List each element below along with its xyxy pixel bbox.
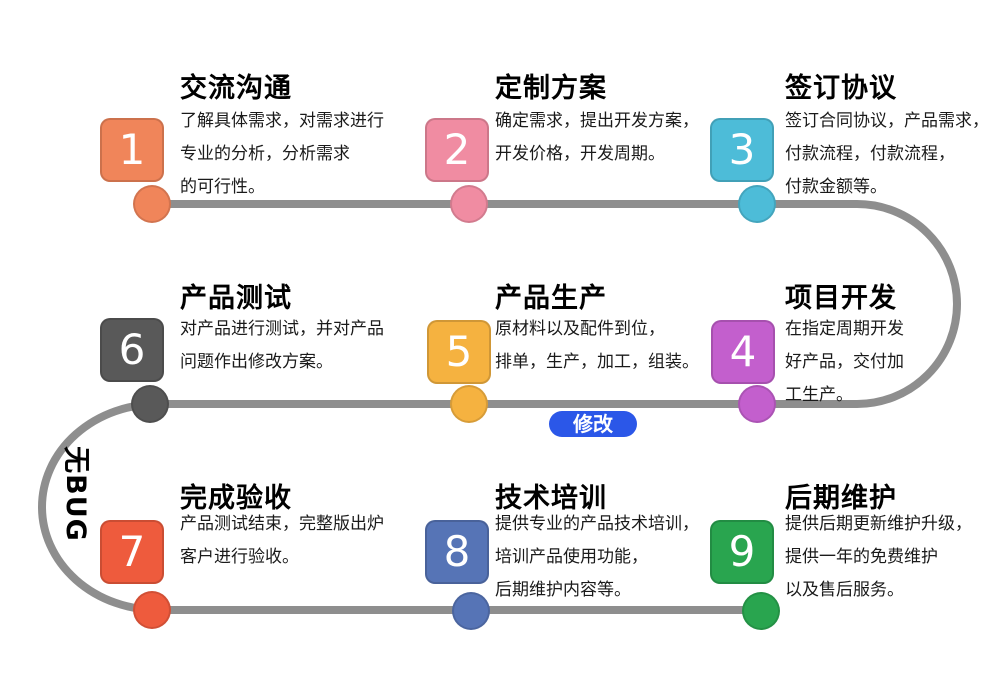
step-5-desc-line: 排单，生产，加工，组装。 [495, 352, 699, 372]
step-3-desc-line: 付款流程，付款流程， [785, 144, 955, 164]
step-3-description: 签订合同协议，产品需求， 付款流程，付款流程， 付款金额等。 [785, 105, 989, 204]
step-7-dot [133, 591, 171, 629]
step-4-desc-line: 好产品，交付加 [785, 352, 904, 372]
step-8-description: 提供专业的产品技术培训， 培训产品使用功能， 后期维护内容等。 [495, 508, 699, 607]
step-4-description: 在指定周期开发 好产品，交付加 工生产。 [785, 313, 904, 412]
step-8-desc-line: 后期维护内容等。 [495, 580, 631, 600]
step-6-desc-line: 对产品进行测试，并对产品 [180, 319, 384, 339]
step-4-desc-line: 在指定周期开发 [785, 319, 904, 339]
step-3-title: 签订协议 [785, 73, 897, 104]
step-1-desc-line: 了解具体需求，对需求进行 [180, 111, 384, 131]
step-9-number-square: 9 [710, 520, 774, 584]
step-8-desc-line: 培训产品使用功能， [495, 547, 648, 567]
step-4-title: 项目开发 [785, 283, 897, 314]
step-4-dot [738, 385, 776, 423]
step-4-number: 4 [729, 327, 757, 376]
step-1-desc-line: 专业的分析，分析需求 [180, 144, 350, 164]
step-8-number: 8 [443, 527, 471, 576]
step-6-title: 产品测试 [180, 283, 292, 314]
step-9-description: 提供后期更新维护升级， 提供一年的免费维护 以及售后服务。 [785, 508, 972, 607]
step-1-dot [133, 185, 171, 223]
step-9-desc-line: 提供后期更新维护升级， [785, 514, 972, 534]
step-5-number-square: 5 [427, 320, 491, 384]
step-1-number: 1 [118, 125, 146, 174]
step-9-title: 后期维护 [785, 483, 897, 514]
step-3-number: 3 [728, 125, 756, 174]
step-2-title: 定制方案 [495, 73, 607, 104]
step-6-number-square: 6 [100, 318, 164, 382]
step-1-description: 了解具体需求，对需求进行 专业的分析，分析需求 的可行性。 [180, 105, 384, 204]
step-4-number-square: 4 [711, 320, 775, 384]
step-7-desc-line: 客户进行验收。 [180, 547, 299, 567]
step-1-number-square: 1 [100, 118, 164, 182]
step-2-number-square: 2 [425, 118, 489, 182]
step-2-dot [450, 185, 488, 223]
step-7-description: 产品测试结束，完整版出炉 客户进行验收。 [180, 508, 384, 574]
step-5-number: 5 [445, 327, 473, 376]
step-7-number: 7 [118, 527, 146, 576]
step-5-title: 产品生产 [495, 283, 607, 314]
step-1-title: 交流沟通 [180, 73, 292, 104]
step-9-desc-line: 以及售后服务。 [785, 580, 904, 600]
step-2-description: 确定需求，提出开发方案， 开发价格，开发周期。 [495, 105, 699, 171]
step-2-desc-line: 开发价格，开发周期。 [495, 144, 665, 164]
step-2-desc-line: 确定需求，提出开发方案， [495, 111, 699, 131]
step-6-description: 对产品进行测试，并对产品 问题作出修改方案。 [180, 313, 384, 379]
step-4-desc-line: 工生产。 [785, 385, 853, 405]
step-5-desc-line: 原材料以及配件到位， [495, 319, 665, 339]
step-9-dot [742, 592, 780, 630]
step-8-title: 技术培训 [495, 483, 607, 514]
step-6-number: 6 [118, 325, 146, 374]
step-8-number-square: 8 [425, 520, 489, 584]
modify-badge: 修改 [549, 411, 637, 437]
step-5-dot [450, 385, 488, 423]
step-7-desc-line: 产品测试结束，完整版出炉 [180, 514, 384, 534]
step-3-desc-line: 签订合同协议，产品需求， [785, 111, 989, 131]
step-3-dot [738, 185, 776, 223]
step-2-number: 2 [443, 125, 471, 174]
step-6-dot [131, 385, 169, 423]
step-7-title: 完成验收 [180, 483, 292, 514]
step-1-desc-line: 的可行性。 [180, 177, 265, 197]
step-9-number: 9 [728, 527, 756, 576]
step-8-desc-line: 提供专业的产品技术培训， [495, 514, 699, 534]
step-5-description: 原材料以及配件到位， 排单，生产，加工，组装。 [495, 313, 699, 379]
step-8-dot [452, 592, 490, 630]
step-3-number-square: 3 [710, 118, 774, 182]
step-7-number-square: 7 [100, 520, 164, 584]
step-3-desc-line: 付款金额等。 [785, 177, 887, 197]
step-9-desc-line: 提供一年的免费维护 [785, 547, 938, 567]
no-bug-label: 无BUG [60, 446, 91, 542]
step-6-desc-line: 问题作出修改方案。 [180, 352, 333, 372]
